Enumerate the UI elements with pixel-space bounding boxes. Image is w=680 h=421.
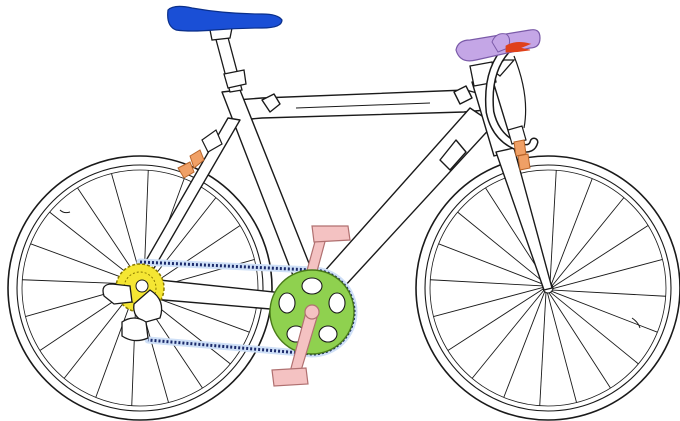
rear-derailleur [102,283,163,342]
crank-spindle [304,304,320,320]
front-rim-inner [429,169,667,407]
spoke [457,211,546,285]
spoke [551,197,625,286]
spoke [551,290,658,333]
spoke [438,243,545,286]
frame [135,77,553,313]
front-brake-pad-upper [513,139,527,157]
derailleur-body [102,283,133,305]
brake-cable [513,55,527,129]
spoke [147,294,250,333]
spoke [547,292,577,403]
spoke [111,173,142,279]
spoke [550,178,593,285]
spoke [433,287,544,317]
rear-brake [177,129,223,179]
spoke [148,197,217,284]
drop-bar [486,45,537,152]
spoke [552,289,666,297]
crankset [269,225,355,387]
chainring-cutout [278,292,296,314]
spoke [77,187,139,279]
rear-brake-pad-lower [177,161,195,179]
front-rim [424,164,672,412]
chainring-cutout [318,325,338,343]
spoke [550,291,639,365]
front-brake [507,125,531,171]
rear-valve [59,209,71,214]
spoke [548,292,611,389]
spoke [552,259,663,289]
chainring-cutout [328,292,346,314]
rear-wheel [7,155,273,421]
pedal-lower [271,367,309,387]
down-tube-boss [439,139,467,171]
rear-rim-inner [21,169,259,407]
front-tire-outer [415,155,680,421]
front-spokes [430,170,666,406]
front-wheel [415,155,680,421]
front-valve [631,317,641,329]
chainring-cutouts [278,277,346,343]
spoke [552,225,649,288]
seat-clamp [223,69,247,89]
rear-rim [16,164,264,412]
spoke [471,290,545,379]
fork [495,147,553,291]
spoke [30,243,133,282]
rear-tire-outer [7,155,273,421]
rear-spokes [22,170,258,406]
top-tube-gusset [261,93,281,113]
spoke [549,170,557,284]
spoke [539,292,547,406]
spoke [503,291,546,398]
saddle [167,5,283,32]
derailleur-cage [121,317,149,342]
spoke [149,225,241,287]
seat-post [209,27,247,93]
rear-brake-pad-upper [189,149,205,169]
front-brake-caliper [507,125,527,145]
spoke [22,279,131,285]
spoke [447,288,544,351]
spoke [49,211,136,280]
head-gusset [453,85,473,105]
pedal-upper [311,225,351,243]
top-tube-cable [295,102,431,109]
rear-hub [135,279,149,293]
front-brake-pad-lower [517,153,531,171]
brake-lever [505,42,532,53]
spoke [430,279,544,287]
spoke [95,295,134,398]
rear-brake-caliper [201,129,223,153]
chainring-cutout [301,277,323,295]
spoke [63,292,132,379]
